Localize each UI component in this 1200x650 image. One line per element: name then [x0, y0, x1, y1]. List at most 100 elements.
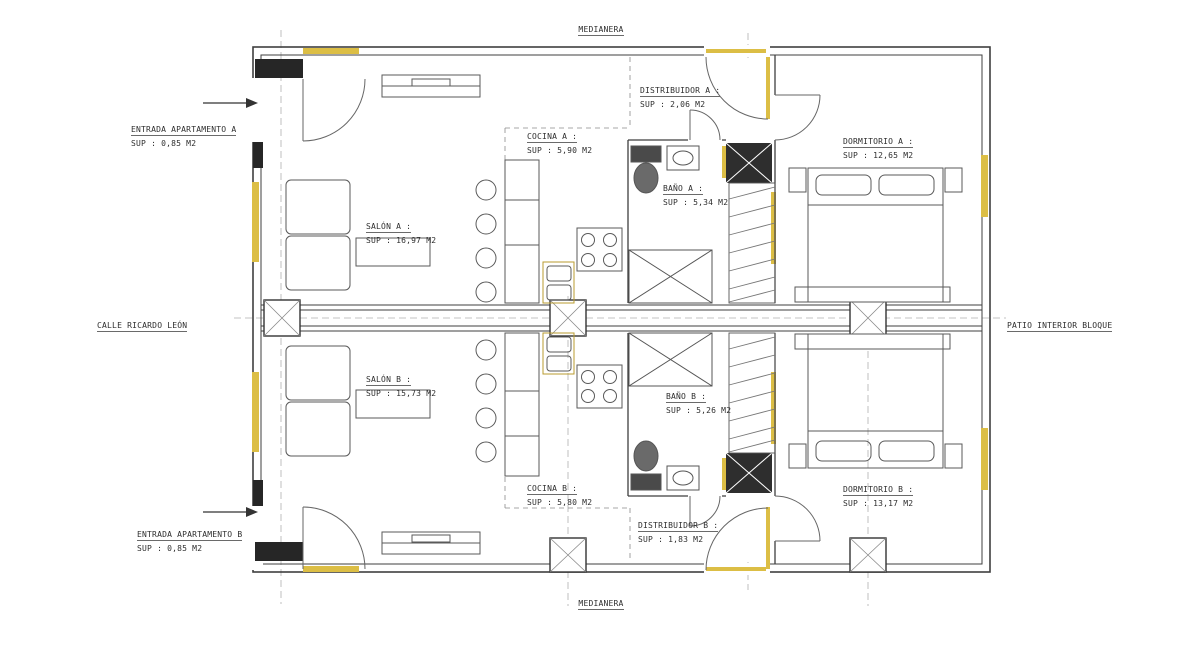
room-name: BAÑO A : [663, 184, 704, 195]
closet-a [728, 182, 776, 304]
nightstand [944, 443, 963, 469]
label-cocina-a: COCINA A : SUP : 5,90 M2 [527, 131, 592, 157]
stove-b [576, 364, 623, 409]
room-area: SUP : 13,17 M2 [843, 499, 914, 508]
pillow [878, 174, 935, 196]
label-bano-b: BAÑO B : SUP : 5,26 M2 [666, 391, 731, 417]
kitchen-counter-a [504, 159, 540, 304]
pillars [263, 299, 887, 573]
room-area: SUP : 15,73 M2 [366, 389, 437, 398]
bench-a [794, 286, 951, 303]
salon-a-furniture [285, 74, 497, 303]
cocina-b-fixtures [504, 332, 623, 477]
bed-a [807, 167, 944, 303]
entrance-b-area: SUP : 0,85 M2 [137, 544, 203, 553]
bath-door-a-swing [689, 109, 721, 141]
dining-chairs-a [475, 179, 497, 303]
sink-b [542, 332, 575, 375]
door-swings [302, 56, 821, 571]
label-bano-a: BAÑO A : SUP : 5,34 M2 [663, 183, 728, 209]
bedroom-door-b-swing [774, 495, 821, 542]
nightstand [944, 167, 963, 193]
stove-a [576, 227, 623, 272]
bench-b [794, 333, 951, 350]
room-area: SUP : 2,06 M2 [640, 100, 706, 109]
pillow [815, 174, 872, 196]
sofa-a [285, 179, 351, 291]
kitchen-counter-b [504, 332, 540, 477]
entrance-a-title: ENTRADA APARTAMENTO A [131, 125, 237, 136]
label-patio: PATIO INTERIOR BLOQUE [1007, 320, 1113, 332]
sink-a [542, 261, 575, 304]
entrance-b-title: ENTRADA APARTAMENTO B [137, 530, 243, 541]
room-area: SUP : 5,26 M2 [666, 406, 732, 415]
salon-b-furniture [285, 339, 497, 555]
shower-b [628, 332, 713, 387]
room-name: SALÓN A : [366, 222, 412, 233]
carpentry-accents [252, 48, 988, 572]
bano-b-fixtures [628, 332, 713, 491]
label-cocina-b: COCINA B : SUP : 5,80 M2 [527, 483, 592, 509]
room-name: DORMITORIO A : [843, 137, 914, 148]
toilet-a [630, 145, 662, 194]
room-name: COCINA A : [527, 132, 578, 143]
bedroom-door-a-swing [774, 94, 821, 141]
axis-gridlines [234, 30, 1006, 606]
shower-a [628, 249, 713, 304]
entrance-door-a [302, 78, 366, 142]
label-medianera-bottom: MEDIANERA [556, 598, 646, 610]
room-name: COCINA B : [527, 484, 578, 495]
patio-text: PATIO INTERIOR BLOQUE [1007, 321, 1113, 332]
entrance-arrow-b [203, 507, 258, 517]
pillow [815, 440, 872, 462]
tv-cabinet-a [381, 74, 481, 98]
entrance-a-area: SUP : 0,85 M2 [131, 139, 197, 148]
room-area: SUP : 12,65 M2 [843, 151, 914, 160]
dormitorio-b-furniture [788, 333, 963, 469]
label-distribuidor-a: DISTRIBUIDOR A : SUP : 2,06 M2 [640, 85, 721, 111]
structural-blocks [253, 59, 303, 561]
label-entrance-a: ENTRADA APARTAMENTO A SUP : 0,85 M2 [131, 124, 237, 150]
room-area: SUP : 1,83 M2 [638, 535, 704, 544]
room-name: DISTRIBUIDOR A : [640, 86, 721, 97]
room-name: SALÓN B : [366, 375, 412, 386]
label-distribuidor-b: DISTRIBUIDOR B : SUP : 1,83 M2 [638, 520, 719, 546]
label-dormitorio-b: DORMITORIO B : SUP : 13,17 M2 [843, 484, 914, 510]
room-name: BAÑO B : [666, 392, 707, 403]
label-dormitorio-a: DORMITORIO A : SUP : 12,65 M2 [843, 136, 914, 162]
toilet-b [630, 440, 662, 491]
nightstand [788, 167, 807, 193]
entrance-arrows [203, 98, 258, 517]
sofa-b [285, 345, 351, 457]
room-area: SUP : 16,97 M2 [366, 236, 437, 245]
washbasin-b [666, 465, 700, 491]
bath-door-b-swing [689, 495, 721, 527]
wall-openings [248, 45, 770, 575]
medianera-top-text: MEDIANERA [578, 25, 624, 36]
room-area: SUP : 5,34 M2 [663, 198, 729, 207]
label-entrance-b: ENTRADA APARTAMENTO B SUP : 0,85 M2 [137, 529, 243, 555]
closet-b [728, 332, 776, 454]
label-street: CALLE RICARDO LEÓN [97, 320, 188, 332]
entrance-arrow-a [203, 98, 258, 108]
coffee-table-b [355, 389, 431, 419]
dining-chairs-b [475, 339, 497, 463]
entrance-door-b [302, 506, 366, 570]
label-salon-a: SALÓN A : SUP : 16,97 M2 [366, 221, 436, 247]
room-name: DISTRIBUIDOR B : [638, 521, 719, 532]
cocina-a-fixtures [504, 159, 623, 304]
nightstand [788, 443, 807, 469]
label-medianera-top: MEDIANERA [556, 24, 646, 36]
shaft-blocks [725, 142, 773, 494]
street-text: CALLE RICARDO LEÓN [97, 321, 188, 332]
distribuidor-door-a [705, 56, 769, 120]
tv-cabinet-b [381, 531, 481, 555]
room-name: DORMITORIO B : [843, 485, 914, 496]
room-area: SUP : 5,90 M2 [527, 146, 593, 155]
medianera-bottom-text: MEDIANERA [578, 599, 624, 610]
washbasin-a [666, 145, 700, 171]
distribuidor-door-b [705, 507, 769, 571]
bed-b [807, 333, 944, 469]
